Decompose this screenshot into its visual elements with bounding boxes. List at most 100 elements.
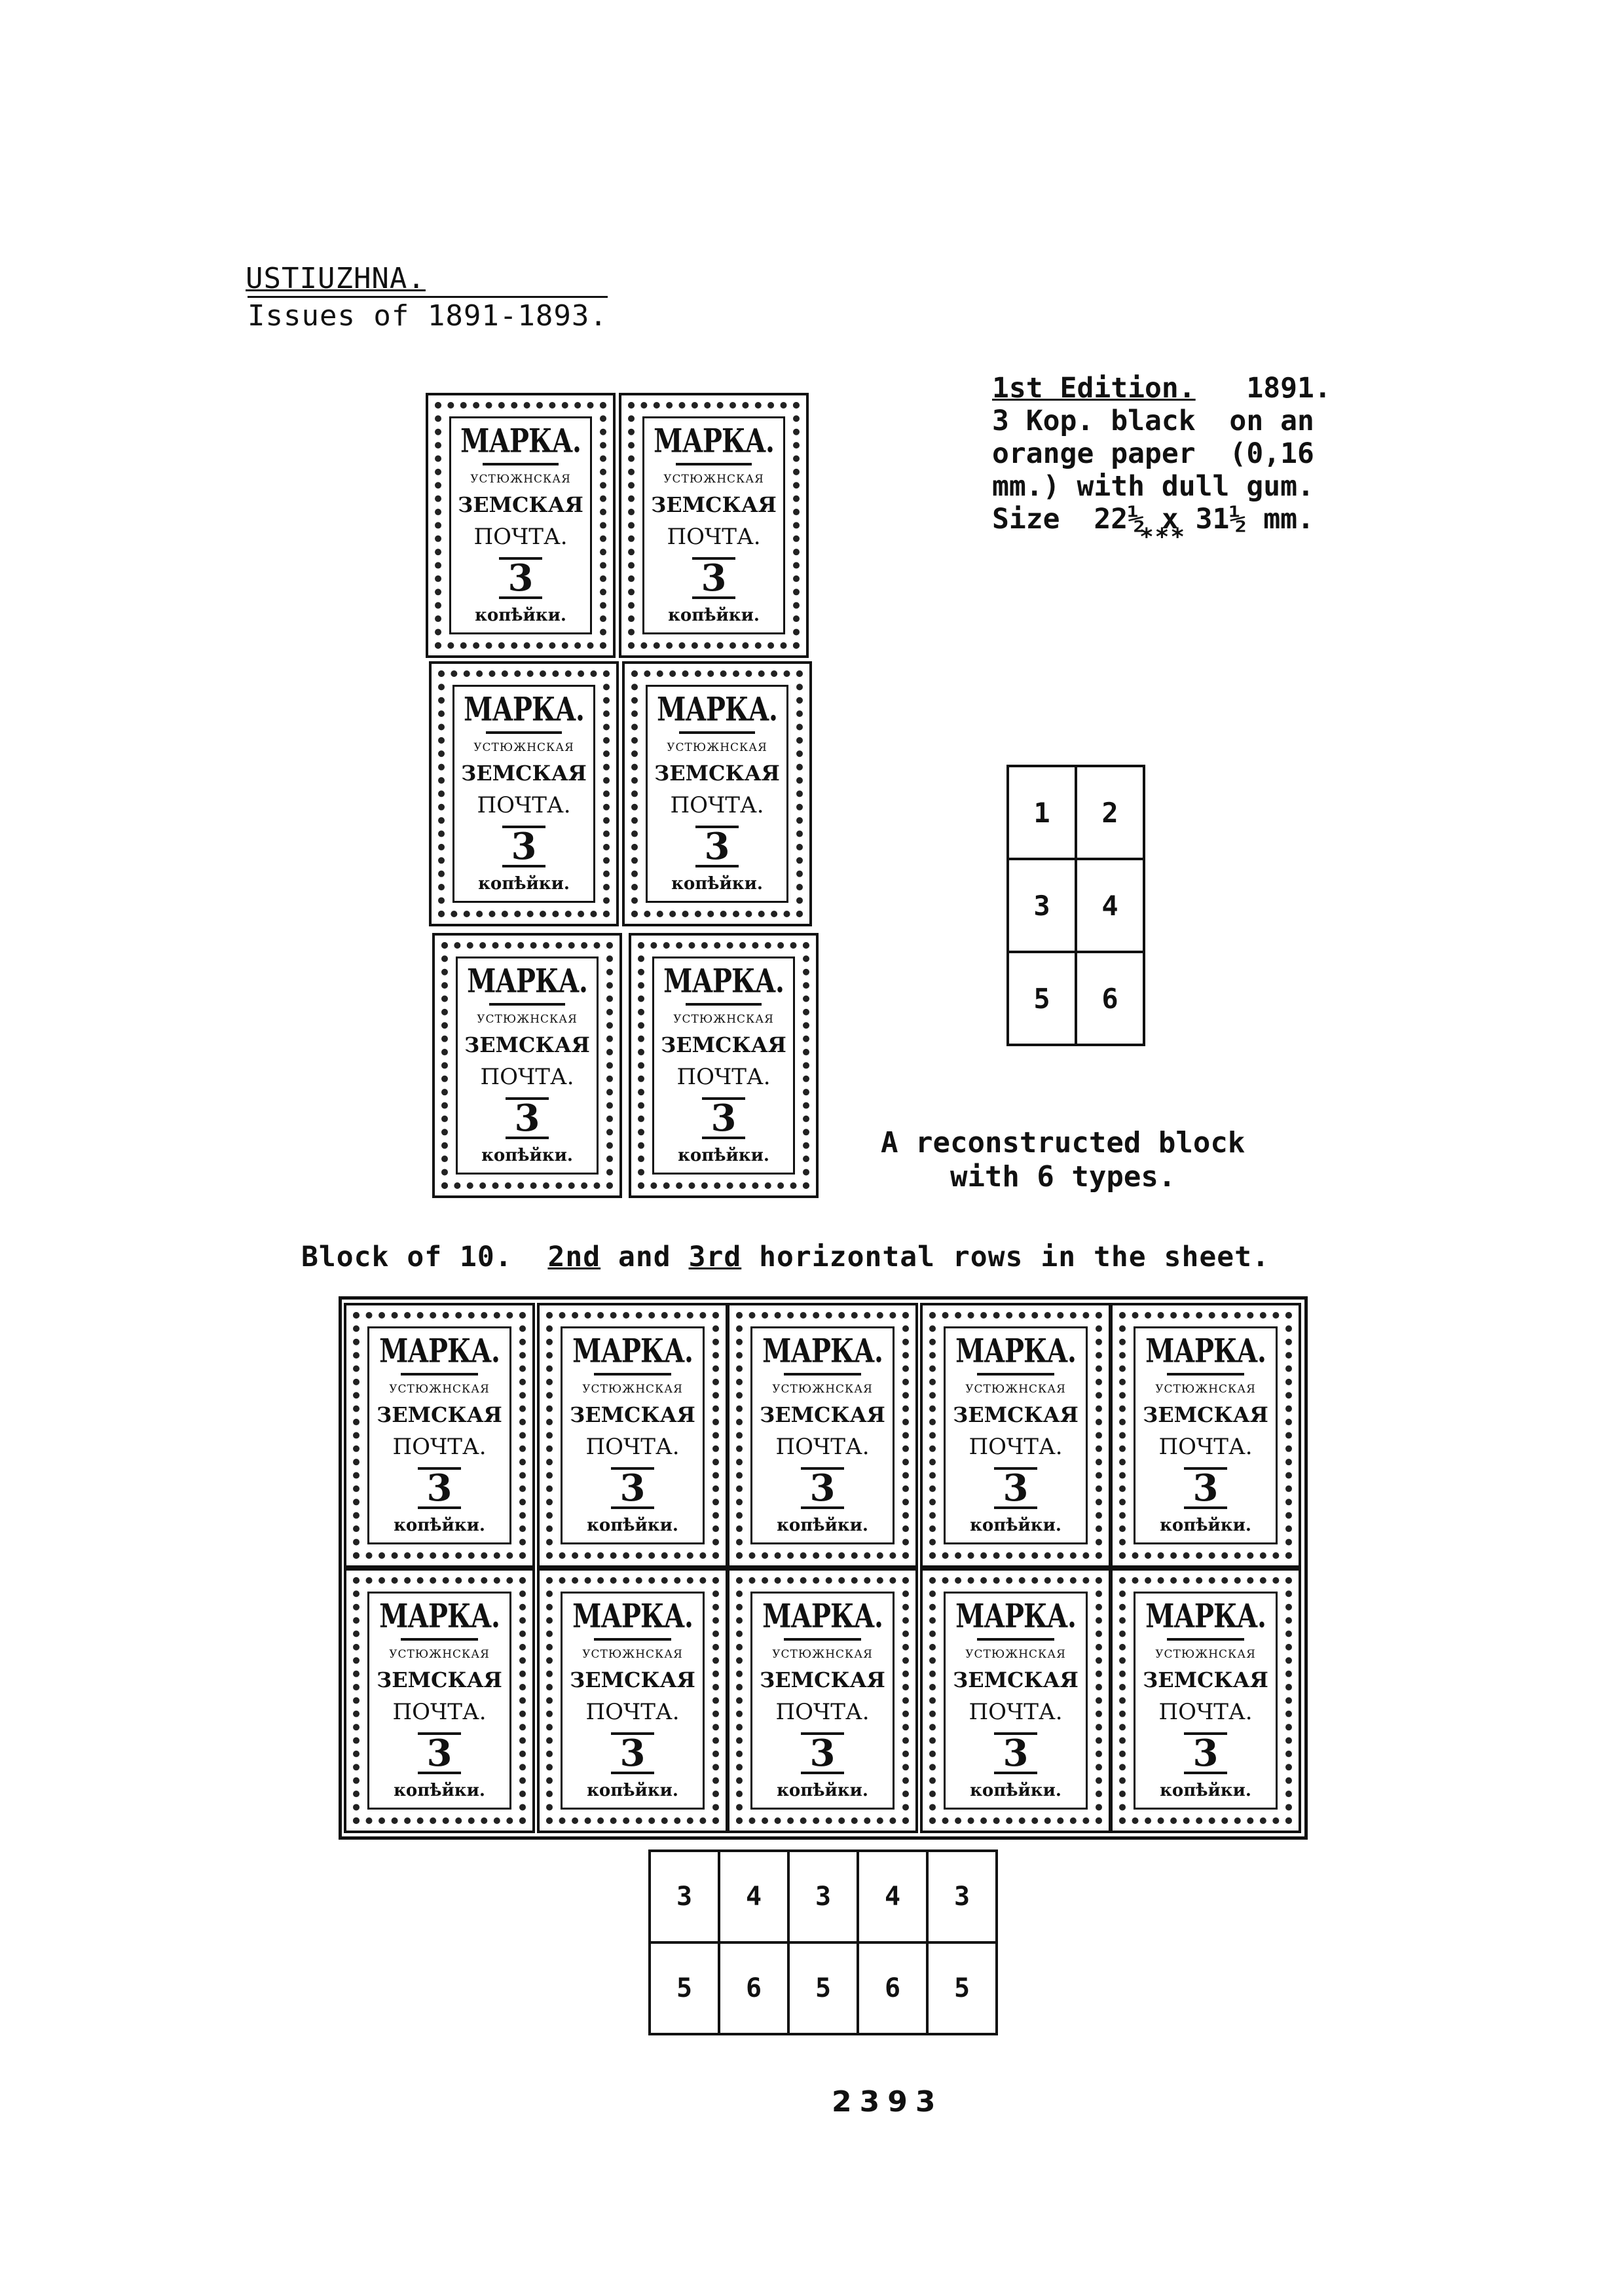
stamp-ust: УСТЮЖНСКАЯ [663, 472, 764, 486]
edition-line-4: mm.) with dull gum. [992, 470, 1314, 503]
stamp-kop: копѣйки. [1160, 1515, 1251, 1535]
stamp-ust: УСТЮЖНСКАЯ [772, 1647, 873, 1661]
stamp-rule [485, 731, 563, 735]
type-cell: 2 [1075, 765, 1145, 860]
stamp-value: 3 [1183, 1467, 1228, 1509]
stamp-value: 3 [993, 1732, 1038, 1774]
type-cell: 5 [787, 1941, 859, 2035]
type-cell: 6 [718, 1941, 790, 2035]
type-cell: 3 [648, 1850, 720, 1944]
stamp-zem: ЗЕМСКАЯ [1143, 1402, 1268, 1427]
stamp-rule [594, 1373, 671, 1376]
stamp-zem: ЗЕМСКАЯ [570, 1667, 695, 1692]
type-cell: 6 [857, 1941, 929, 2035]
stamp-ust: УСТЮЖНСКАЯ [582, 1382, 683, 1396]
stamp-value: 3 [701, 1097, 746, 1139]
stamp-marka: МАРКА. [1145, 1332, 1266, 1371]
caption-line-2: with 6 types. [950, 1160, 1176, 1194]
edition-line-3: orange paper (0,16 [992, 437, 1314, 470]
stamp-marka: МАРКА. [379, 1332, 500, 1371]
stamp-ust: УСТЮЖНСКАЯ [673, 1012, 774, 1026]
stamp-poch: ПОЧТА. [392, 1434, 487, 1461]
type-cell: 1 [1006, 765, 1077, 860]
stamp-rule [678, 731, 756, 735]
type-cell: 3 [926, 1850, 998, 1944]
stamp-ust: УСТЮЖНСКАЯ [389, 1382, 490, 1396]
types-grid-row: 5 6 [1006, 951, 1145, 1046]
edition-line-5: Size 22½ x 31½ mm. [992, 503, 1314, 536]
stamp-value: 3 [610, 1732, 655, 1774]
stamp-rule [977, 1373, 1054, 1376]
stamp-poch: ПОЧТА. [670, 792, 764, 819]
stamp-poch: ПОЧТА. [480, 1064, 574, 1091]
stamp-zem: ЗЕМСКАЯ [570, 1402, 695, 1427]
stamp-kop: копѣйки. [394, 1515, 485, 1535]
caption-line-1: A reconstructed block [881, 1126, 1246, 1159]
stamp-value: 3 [800, 1732, 845, 1774]
stamp-zem: ЗЕМСКАЯ [953, 1667, 1079, 1692]
stamp-kop: копѣйки. [481, 1145, 573, 1165]
type-cell: 5 [926, 1941, 998, 2035]
stamp-poch: ПОЧТА. [676, 1064, 771, 1091]
block-of-ten-title: Block of 10. 2nd and 3rd horizontal rows… [301, 1241, 1270, 1273]
stamp-kop: копѣйки. [671, 873, 763, 894]
stamp-kop: копѣйки. [777, 1780, 868, 1800]
types-grid-row: 1 2 [1006, 765, 1145, 860]
block-grid-row: 3 4 3 4 3 [648, 1850, 998, 1944]
stamp-marka: МАРКА. [955, 1332, 1077, 1371]
stamp-rule [784, 1373, 861, 1376]
stamp-poch: ПОЧТА. [775, 1434, 870, 1461]
stamp-ust: УСТЮЖНСКАЯ [772, 1382, 873, 1396]
stamp-marka: МАРКА. [464, 690, 585, 729]
stamp-marka: МАРКА. [663, 962, 784, 1001]
stamp-poch: ПОЧТА. [473, 524, 568, 551]
stamp-zem: ЗЕМСКАЯ [661, 1032, 786, 1057]
types-grid-row: 3 4 [1006, 858, 1145, 953]
type-cell: 4 [857, 1850, 929, 1944]
edition-line-2: 3 Kop. black on an [992, 405, 1314, 437]
stamp-value: 3 [800, 1467, 845, 1509]
stamp-zem: ЗЕМСКАЯ [1143, 1667, 1268, 1692]
stamp-kop: копѣйки. [777, 1515, 868, 1535]
stamp-zem: ЗЕМСКАЯ [651, 492, 777, 517]
stamp-kop: копѣйки. [970, 1515, 1061, 1535]
edition-label: 1st Edition. [992, 372, 1196, 405]
stamp-ust: УСТЮЖНСКАЯ [1155, 1647, 1256, 1661]
stamp-ust: УСТЮЖНСКАЯ [667, 740, 767, 754]
stamp-value: 3 [692, 556, 736, 599]
stamp-rule [977, 1638, 1054, 1641]
stamp-marka: МАРКА. [379, 1597, 500, 1636]
stamp-poch: ПОЧТА. [969, 1699, 1063, 1726]
stamp-zem: ЗЕМСКАЯ [458, 492, 583, 517]
stamp-value: 3 [505, 1097, 549, 1139]
stamp-rule [1167, 1638, 1244, 1641]
stamp-poch: ПОЧТА. [1158, 1699, 1253, 1726]
stamp-kop: копѣйки. [587, 1515, 678, 1535]
stamp-marka: МАРКА. [654, 422, 775, 461]
block-grid-row: 5 6 5 6 5 [648, 1941, 998, 2035]
stamp-value: 3 [498, 556, 543, 599]
stamp-rule [482, 463, 559, 466]
type-cell: 5 [1006, 951, 1077, 1046]
edition-description: 1st Edition. 1891. 3 Kop. black on an or… [992, 372, 1331, 536]
stamp-marka: МАРКА. [657, 690, 778, 729]
